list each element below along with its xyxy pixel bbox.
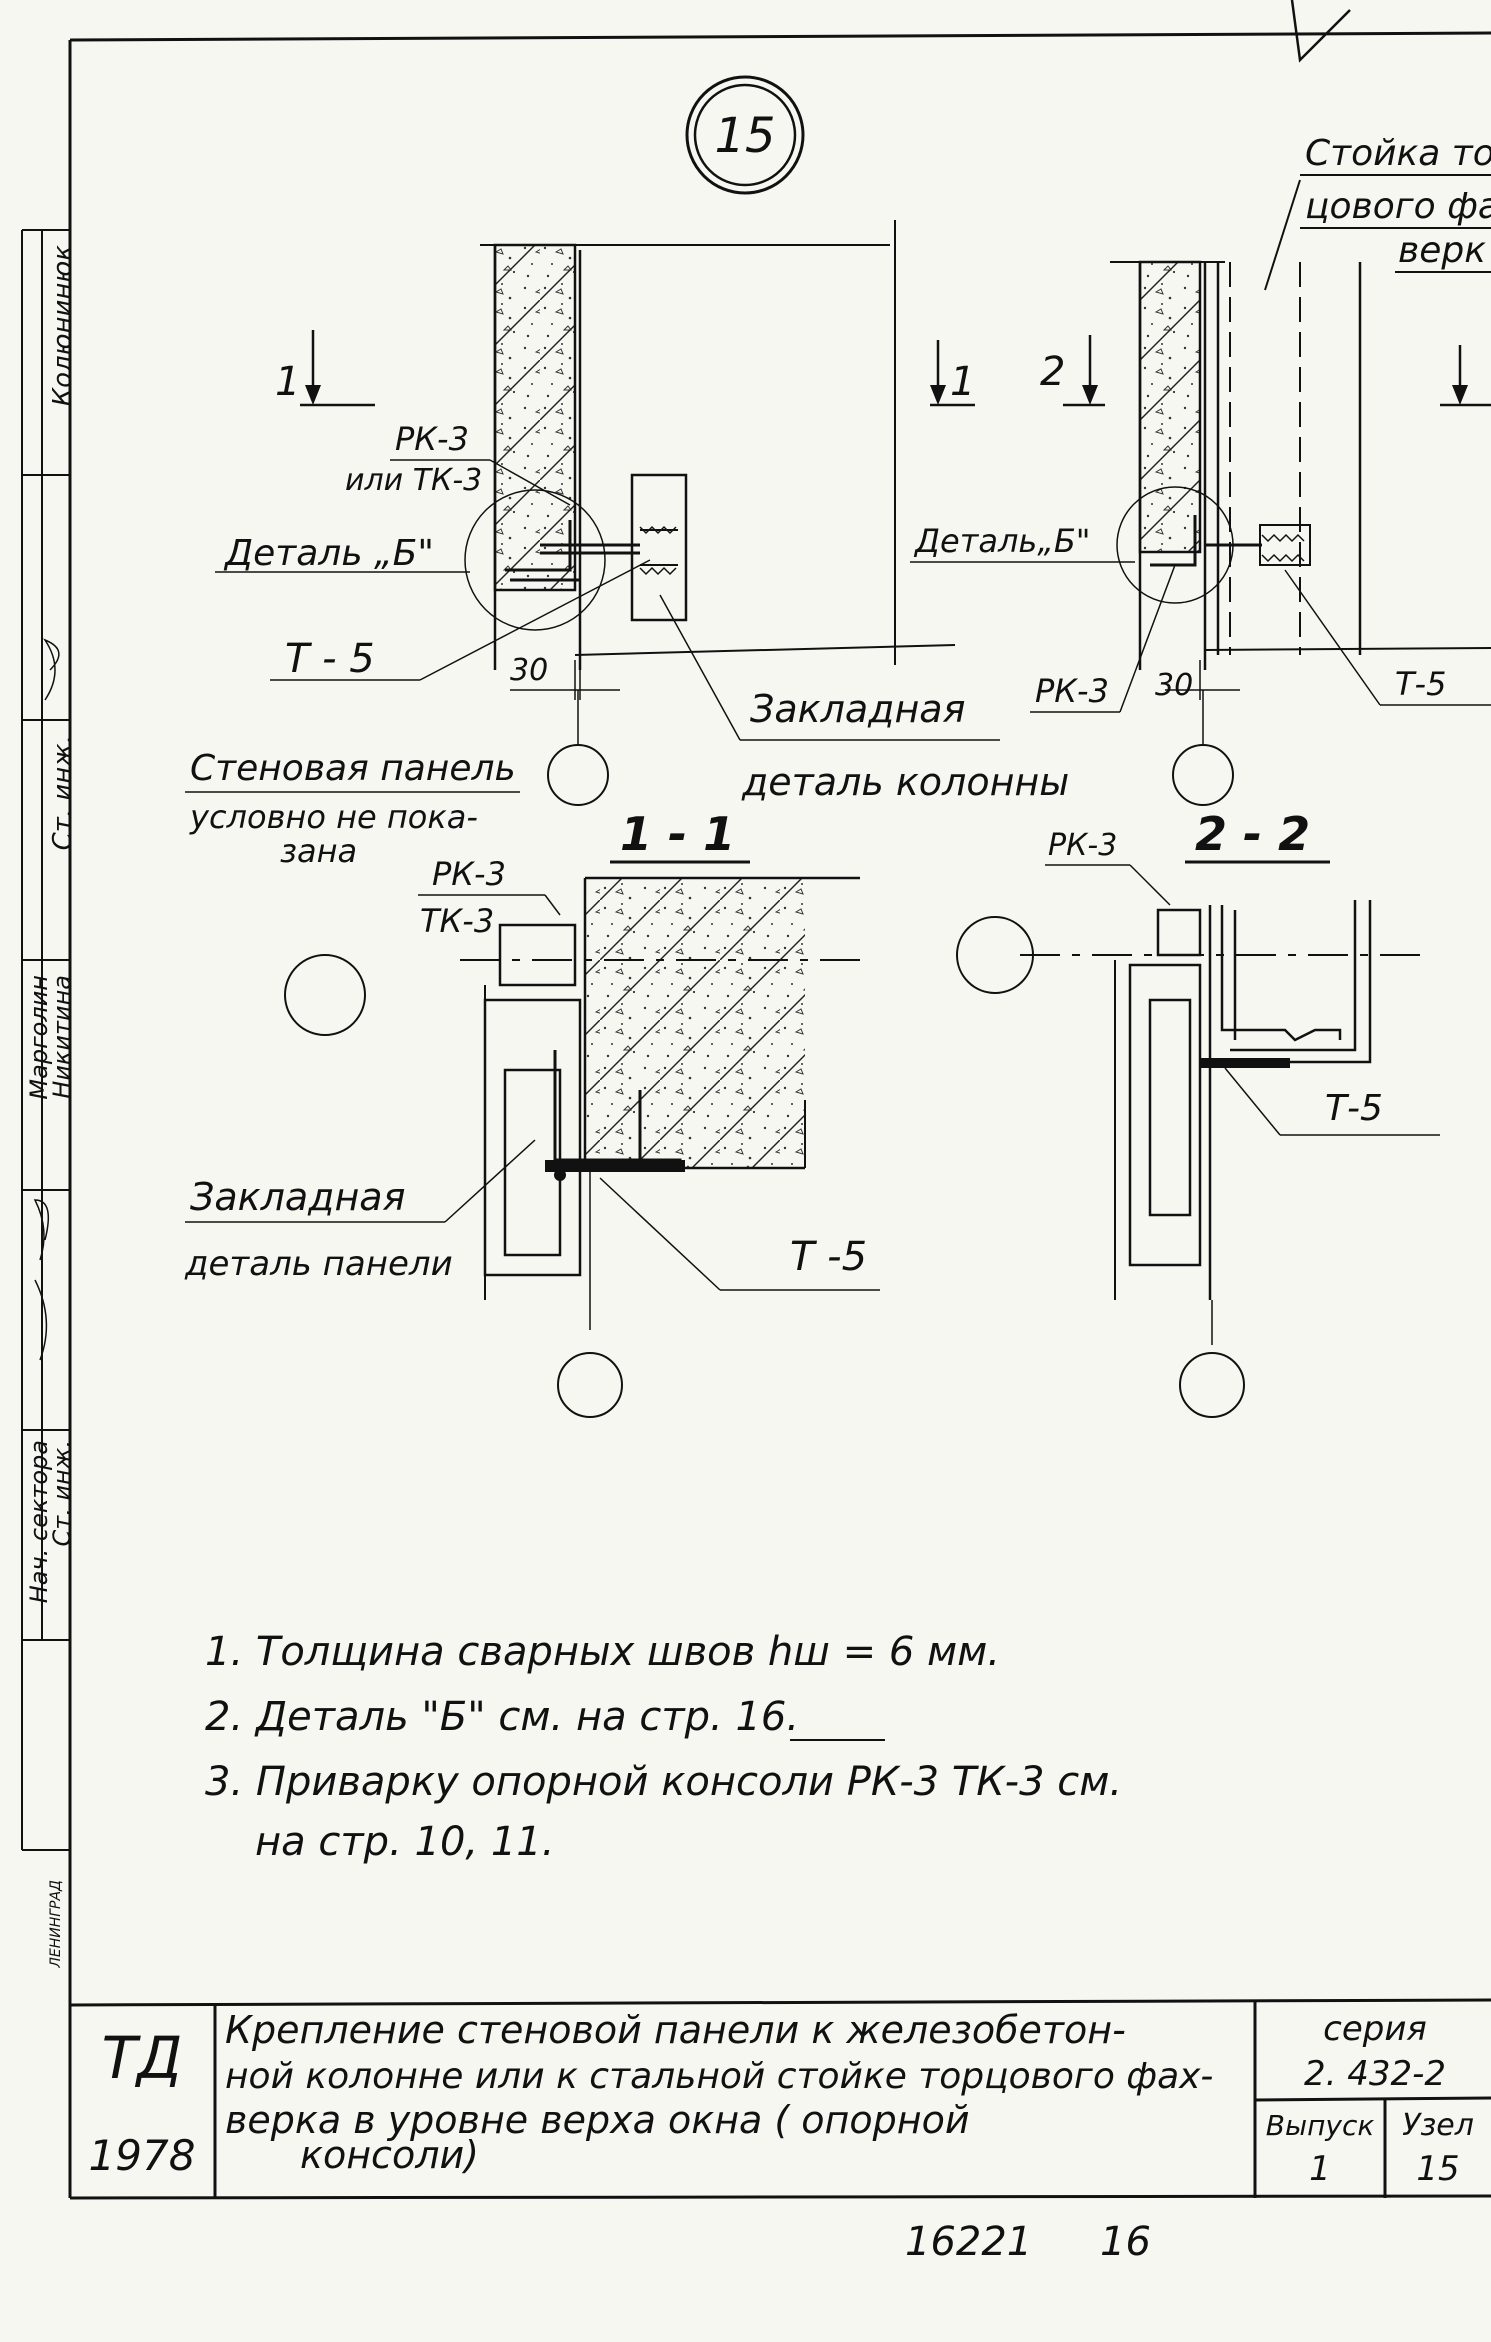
embedded-column-label-1: Закладная bbox=[750, 687, 965, 731]
wall-panel-note-1: Стеновая панель bbox=[190, 748, 516, 789]
t5-label-right: Т-5 bbox=[1395, 665, 1446, 703]
series-label: серия bbox=[1323, 2009, 1427, 2049]
right-elevation-view: 2 Деталь„Б" РК-3 30 Т-5 bbox=[910, 260, 1491, 806]
t5-label-section-2: Т-5 bbox=[1325, 1088, 1383, 1129]
section-mark-1-right: 1 bbox=[950, 359, 975, 405]
note-3-continued: на стр. 10, 11. bbox=[255, 1819, 554, 1865]
embedded-column-label-2: деталь колонны bbox=[741, 760, 1069, 804]
note-1: 1. Толщина сварных швов hш = 6 мм. bbox=[205, 1629, 1000, 1675]
title-block-text: ТД 1978 Крепление стеновой панели к желе… bbox=[89, 2008, 1474, 2189]
rk3-label-left: РК-3 bbox=[395, 420, 469, 458]
embedded-panel-label-1: Закладная bbox=[190, 1175, 405, 1219]
section-mark-1-left: 1 bbox=[275, 359, 300, 405]
stamp-name-3: Колюнинюк bbox=[48, 245, 78, 407]
rk3-label-section-2: РК-3 bbox=[1048, 828, 1117, 863]
note-3: 3. Приварку опорной консоли РК-3 ТК-3 см… bbox=[205, 1759, 1122, 1805]
dim-30-left: 30 bbox=[510, 653, 548, 688]
section-1-1: 1 - 1 Стеновая панель условно не пока- з… bbox=[184, 748, 880, 1418]
note-2: 2. Деталь "Б" см. на стр. 16. bbox=[205, 1694, 799, 1740]
title-line-3: верка в уровне верха окна ( опорной bbox=[225, 2098, 970, 2142]
node-number-badge: 15 bbox=[685, 75, 805, 195]
t5-label-section-1: Т -5 bbox=[790, 1234, 867, 1280]
wall-panel-note-2: условно не пока- bbox=[189, 798, 478, 836]
stamp-name-2: Никитина bbox=[48, 975, 76, 1099]
title-block bbox=[69, 1998, 1491, 2198]
node-value: 15 bbox=[1416, 2149, 1459, 2189]
node-label: Узел bbox=[1402, 2108, 1474, 2143]
stamp-role-2: Ст. инж. bbox=[48, 1440, 76, 1547]
top-right-labels: Стойка то цового фа верк bbox=[1264, 133, 1491, 291]
dim-30-right: 30 bbox=[1155, 668, 1193, 703]
year: 1978 bbox=[89, 2131, 196, 2180]
stamp-org: ЛЕНИНГРАД bbox=[48, 1880, 64, 1968]
page-number: 16 bbox=[1100, 2219, 1151, 2265]
detail-b-label-left: Деталь „Б" bbox=[223, 533, 434, 574]
section-1-1-title: 1 - 1 bbox=[620, 807, 735, 861]
notes-block: 1. Толщина сварных швов hш = 6 мм. 2. Де… bbox=[205, 1629, 1122, 1865]
stamp-role-3: Ст. инж. bbox=[48, 735, 78, 851]
rk3-label-section-1: РК-3 bbox=[432, 855, 506, 893]
embedded-panel-label-2: деталь панели bbox=[184, 1244, 453, 1284]
left-stamp-grid bbox=[21, 229, 70, 1851]
section-mark-2-left: 2 bbox=[1040, 349, 1065, 395]
issue-label: Выпуск bbox=[1266, 2109, 1375, 2142]
section-2-2-title: 2 - 2 bbox=[1195, 807, 1310, 861]
title-line-1: Крепление стеновой панели к железобетон- bbox=[225, 2008, 1126, 2052]
t5-label-left: Т - 5 bbox=[285, 636, 375, 682]
title-line-2: ной колонне или к стальной стойке торцов… bbox=[225, 2056, 1213, 2097]
rk3-label-right: РК-3 bbox=[1035, 672, 1109, 710]
left-elevation-view: 1 1 РК-3 или ТК-3 Деталь „Б" Т - 5 30 За… bbox=[215, 220, 1069, 806]
stand-label-3: верк bbox=[1398, 230, 1486, 271]
tk3-label-section-1: ТК-3 bbox=[420, 902, 494, 940]
stand-label-1: Стойка то bbox=[1305, 133, 1491, 174]
stand-label-2: цового фа bbox=[1305, 186, 1491, 227]
td-mark: ТД bbox=[102, 2024, 183, 2092]
detail-b-label-right: Деталь„Б" bbox=[913, 522, 1091, 560]
footer-marks: 16221 16 bbox=[905, 2219, 1151, 2265]
title-line-4: консоли) bbox=[300, 2133, 479, 2177]
wall-panel-note-3: зана bbox=[280, 832, 357, 870]
series-value: 2. 432-2 bbox=[1304, 2054, 1446, 2094]
section-2-2: 2 - 2 РК-3 Т-5 bbox=[956, 807, 1440, 1418]
or-tk3-label-left: или ТК-3 bbox=[345, 463, 482, 498]
inventory-number: 16221 bbox=[905, 2219, 1032, 2265]
node-number: 15 bbox=[714, 108, 775, 164]
issue-value: 1 bbox=[1309, 2149, 1331, 2189]
